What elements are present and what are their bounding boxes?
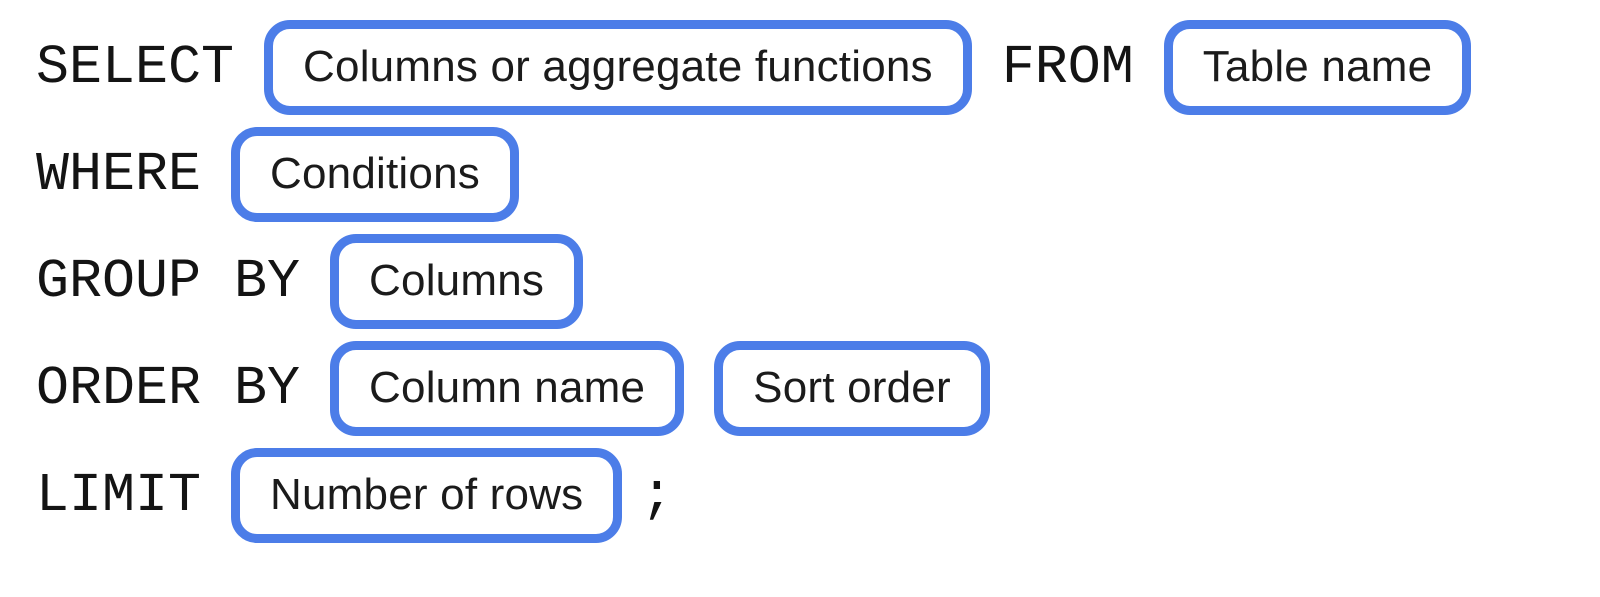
placeholder-columns-or-aggregate-functions: Columns or aggregate functions [264, 20, 972, 115]
row-group-by: GROUP BY Columns [36, 234, 1600, 329]
placeholder-column-name: Column name [330, 341, 685, 436]
keyword-select: SELECT [36, 36, 235, 99]
row-where: WHERE Conditions [36, 127, 1600, 222]
keyword-limit: LIMIT [36, 464, 202, 527]
placeholder-table-name: Table name [1163, 20, 1472, 115]
keyword-where: WHERE [36, 143, 202, 206]
placeholder-columns: Columns [330, 234, 584, 329]
statement-terminator: ; [640, 464, 674, 527]
sql-syntax-diagram: SELECT Columns or aggregate functions FR… [36, 20, 1600, 543]
row-limit: LIMIT Number of rows ; [36, 448, 1600, 543]
placeholder-sort-order: Sort order [714, 341, 990, 436]
keyword-order-by: ORDER BY [36, 357, 301, 420]
row-order-by: ORDER BY Column name Sort order [36, 341, 1600, 436]
row-select: SELECT Columns or aggregate functions FR… [36, 20, 1600, 115]
placeholder-conditions: Conditions [231, 127, 519, 222]
keyword-from: FROM [1001, 36, 1134, 99]
keyword-group-by: GROUP BY [36, 250, 301, 313]
placeholder-number-of-rows: Number of rows [231, 448, 623, 543]
